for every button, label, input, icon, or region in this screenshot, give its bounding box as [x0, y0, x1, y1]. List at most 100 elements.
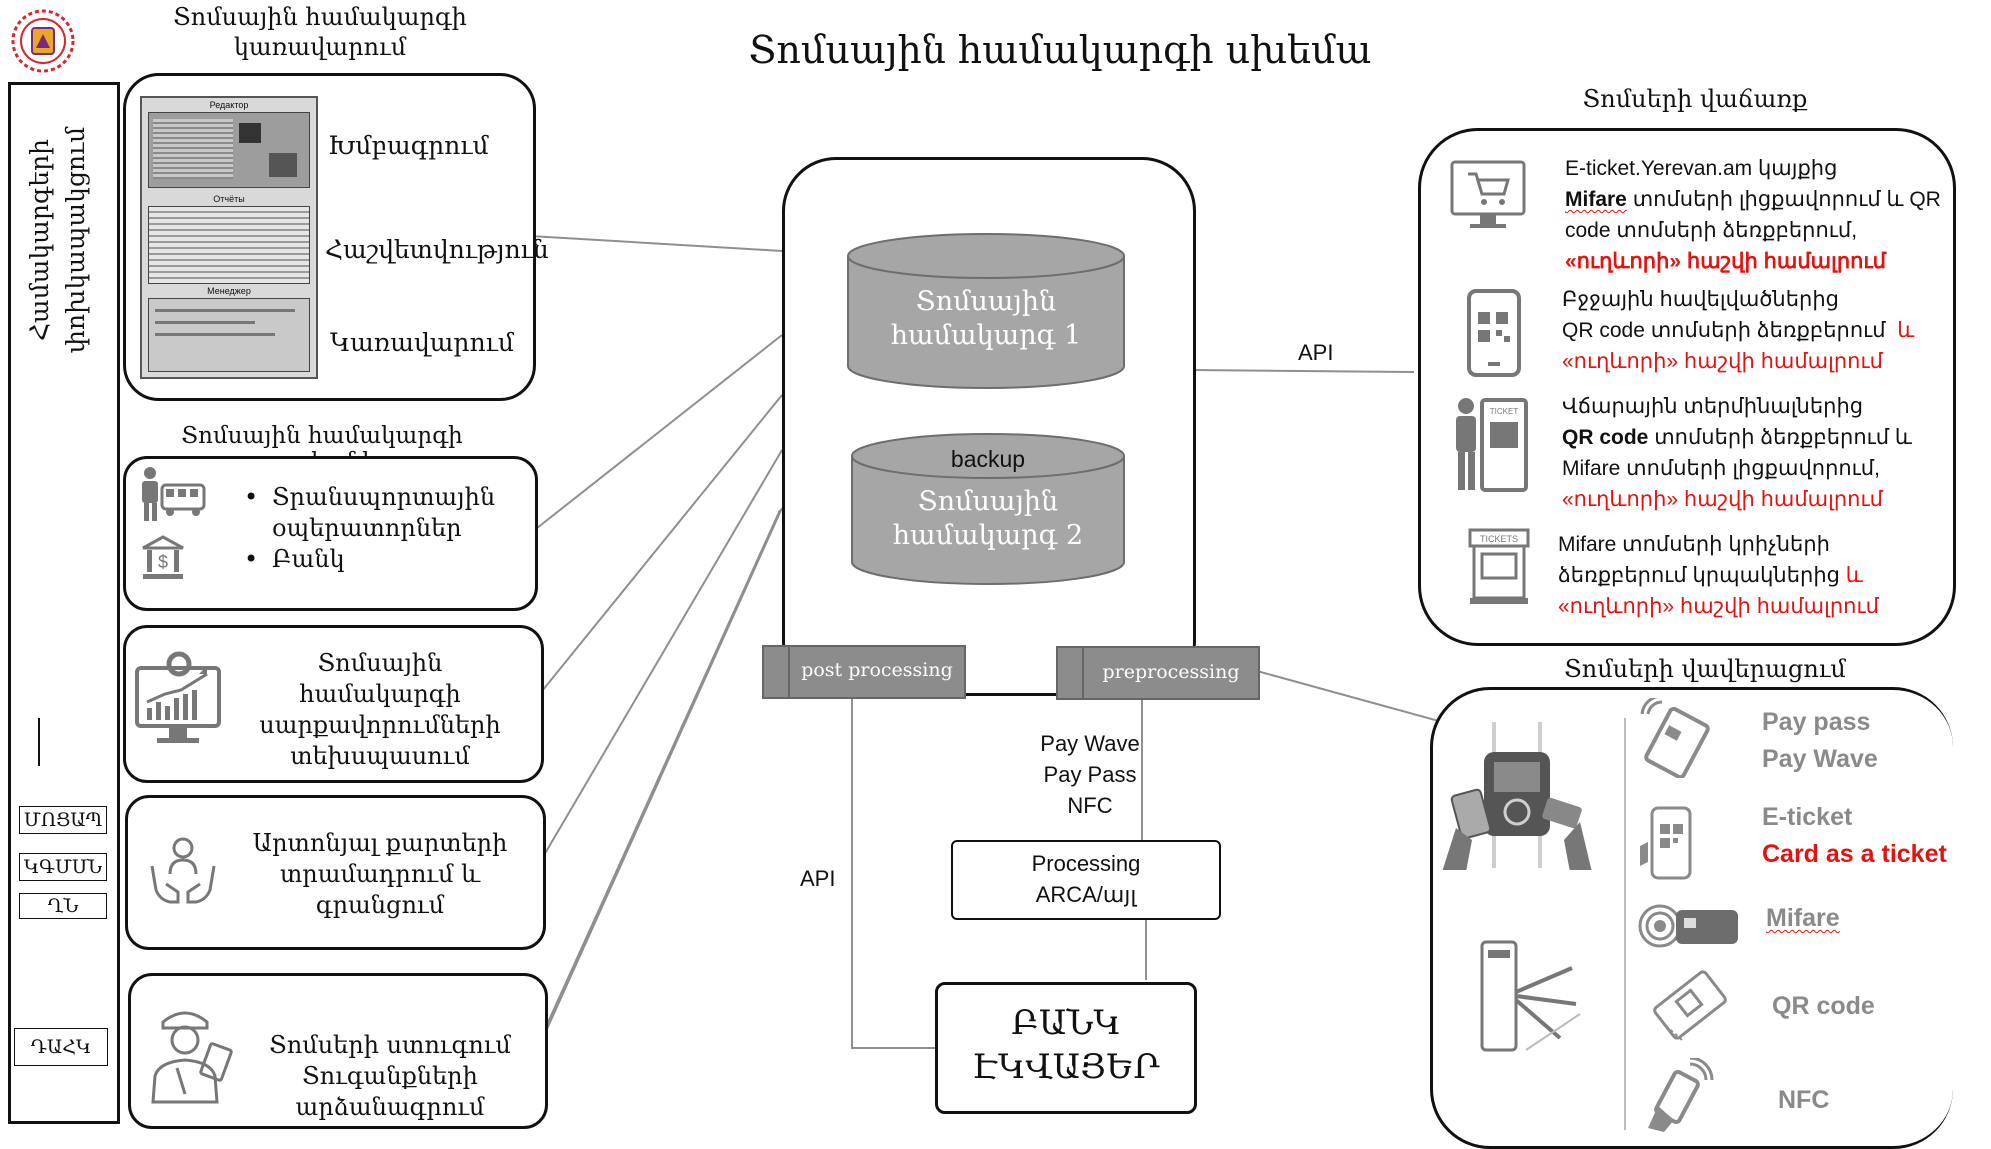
database-1-label: Տոմսային համակարգ 1 [846, 285, 1126, 353]
validation-paywave: Pay Wave [1762, 745, 1878, 773]
sales-text-run: և [1897, 319, 1915, 342]
sales-text-run: Mifare [1565, 188, 1627, 211]
sales-line: «ուղևորի» հաշվի համալրում [1562, 484, 1912, 515]
sales-line: Mifare տոմսերի լիցքավորում, [1562, 453, 1912, 484]
privileged-line1: Արտոնյալ քարտերի [252, 829, 508, 857]
backup-label: backup [950, 446, 1026, 472]
settings-line3: սարքավորումների [259, 711, 501, 739]
bank-acquirer-box: ԲԱՆԿ ԷԿՎԱՅԵՐ [935, 982, 1197, 1114]
sales-line: «ուղևորի» հաշվի համալրում [1562, 346, 1914, 377]
settings-line4: տեխսպասում [290, 742, 470, 770]
tag-motsap: ՄՈՑԱՊ [19, 806, 107, 834]
validation-divider [1624, 718, 1626, 1130]
database-2-label: Տոմսային համակարգ 2 [850, 485, 1126, 553]
validation-card-as-ticket: Card as a ticket [1762, 840, 1947, 868]
management-screenshots: Редактор Отчёты Менеджер [140, 96, 318, 379]
contactless-card-icon [1640, 698, 1710, 778]
tag-kgmsn: ԿԳՄՍՆ [19, 853, 107, 881]
validation-nfc: NFC [1778, 1086, 1830, 1114]
sales-line: «ուղևորի» հաշվի համալրում [1565, 246, 1941, 277]
screen-title-editor: Редактор [209, 100, 249, 110]
mifare-card-icon [1638, 904, 1738, 948]
screen-manager [148, 298, 310, 372]
sales-line: Mifare տոմսերի լիցքավորում և QR [1565, 184, 1941, 215]
sales-line: ձեռքբերում կրպակներից և [1558, 560, 1879, 591]
database-2 [851, 433, 1125, 585]
screen-editor [148, 112, 310, 188]
control-text: Տոմսերի ստուգում Տուգանքների արձանագրում [260, 1030, 520, 1123]
screen-title-manager: Менеджер [207, 286, 251, 296]
database-1-line2: համակարգ 1 [890, 320, 1082, 351]
control-line3: արձանագրում [295, 1093, 485, 1121]
sales-line: Mifare տոմսերի կրիչների [1558, 529, 1879, 560]
sales-text-run: Mifare տոմսերի լիցքավորում, [1562, 457, 1880, 480]
sales-text-run: «ուղևորի» հաշվի համալրում [1558, 595, 1879, 618]
user-item-line2: օպերատորներ [272, 514, 462, 542]
bank-line2: ԷԿՎԱՅԵՐ [972, 1047, 1160, 1087]
sales-text-run: ձեռքբերում կրպակներից [1558, 564, 1846, 587]
screen-title-reports: Отчёты [213, 194, 245, 204]
pay-method-paywave: Pay Wave [1040, 731, 1140, 756]
turnstile-icon [1480, 940, 1581, 1052]
settings-line1: Տոմսային [317, 649, 443, 677]
bus-operator-icon [142, 467, 206, 521]
users-list: Տրանսպորտային օպերատորներ Բանկ [244, 482, 496, 575]
preprocessing-label: preprocessing [1102, 661, 1240, 683]
sales-line: Բջջային հավելվածներից [1562, 284, 1914, 315]
sales-text-run: code տոմսերի ձեռքբերում, [1565, 219, 1858, 242]
care-hands-icon [150, 837, 216, 904]
mgmt-item-administration: Կառավարում [330, 328, 514, 357]
sales-text-run: E-ticket.Yerevan.am կայքից [1565, 157, 1838, 180]
validation-mifare: Mifare [1766, 904, 1840, 932]
inspector-icon [151, 1011, 233, 1104]
phone-qr-icon [1640, 806, 1692, 880]
sales-line: code տոմսերի ձեռքբերում, [1565, 215, 1941, 246]
post-processing-label: post processing [801, 659, 953, 681]
mobile-qr-icon [1467, 289, 1521, 377]
database-1-line1: Տոմսային [915, 286, 1057, 317]
sales-text-run: QR code [1562, 426, 1649, 449]
bar-divider [38, 718, 40, 766]
control-line1: Տոմսերի ստուգում [269, 1031, 511, 1059]
integration-label: Համակարգերի փոխկապակցում [25, 126, 90, 354]
sales-text-run: տոմսերի լիցքավորում և QR [1626, 188, 1941, 211]
nfc-phone-icon [1648, 1058, 1714, 1132]
control-line2: Տուգանքների [302, 1062, 478, 1090]
sales-heading: Տոմսերի վաճառք [1582, 85, 1808, 113]
qr-ticket-icon [1653, 970, 1727, 1041]
sales-text-run: և [1845, 564, 1863, 587]
integration-bar [8, 82, 120, 1124]
pay-method-paypass: Pay Pass [1043, 762, 1137, 787]
management-heading-line1: Տոմսային համակարգի [173, 3, 467, 31]
validation-eticket: E-ticket [1762, 803, 1853, 831]
api-left-label: API [800, 866, 836, 891]
mgmt-item-reporting: Հաշվետվություն [325, 235, 549, 264]
user-item-line1: Տրանսպորտային [272, 483, 496, 511]
pay-method-nfc: NFC [1067, 793, 1113, 818]
privileged-line3: գրանցում [315, 891, 445, 919]
computer-cart-icon [1450, 160, 1526, 228]
validator-hands-icon [1442, 722, 1592, 870]
user-item-transport-operators: Տրանսպորտային օպերատորներ [244, 482, 496, 544]
analytics-monitor-icon [135, 651, 221, 743]
sales-line: «ուղևորի» հաշվի համալրում [1558, 591, 1879, 622]
processing-line1: Processing [1031, 851, 1141, 876]
database-1 [847, 233, 1125, 389]
bank-icon: $ [142, 535, 184, 579]
sales-text-run: Վճարային տերմինալներից [1562, 395, 1864, 418]
tag-gn: ՂՆ [19, 893, 107, 919]
payment-terminal-icon: TICKET [1456, 398, 1528, 492]
management-heading-line2: կառավարում [233, 33, 407, 61]
pay-methods: Pay Wave Pay Pass NFC [1030, 728, 1150, 821]
sales-text-run: «ուղևորի» հաշվի համալրում [1562, 488, 1883, 511]
processing-line2: ARCA/այլ [1035, 882, 1137, 907]
diagram-title: Տոմսային համակարգի սխեմա [748, 28, 1372, 72]
svg-text:TICKETS: TICKETS [1480, 534, 1518, 544]
screen-reports [148, 206, 310, 284]
svg-text:$: $ [158, 552, 168, 572]
sales-line: QR code տոմսերի ձեռքբերում և [1562, 315, 1914, 346]
sales-line: Վճարային տերմինալներից [1562, 391, 1912, 422]
